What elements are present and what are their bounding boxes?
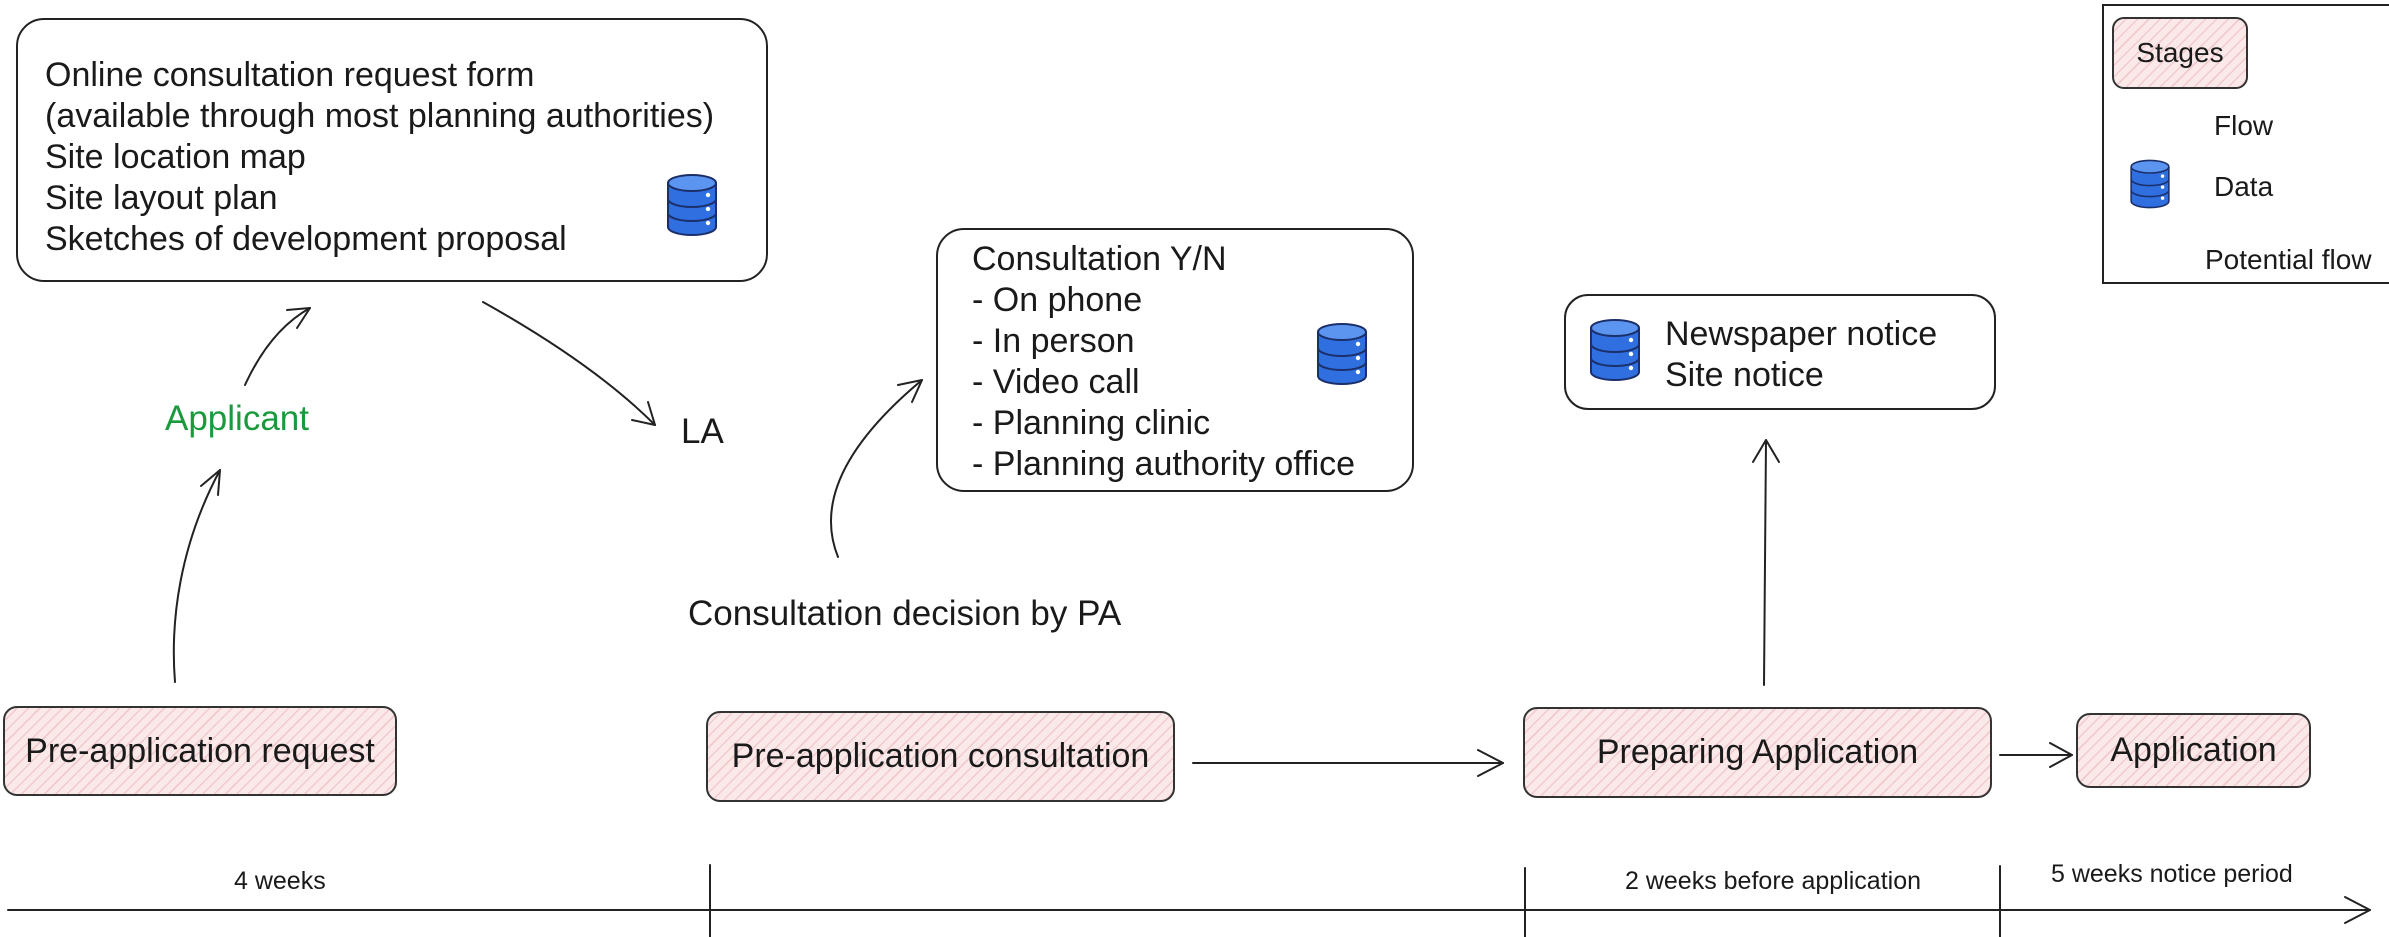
flow-arrow-request-to-applicant	[172, 469, 221, 683]
list-item: Sketches of development proposal	[45, 220, 567, 258]
flow-arrow-preparing-to-notice	[1763, 439, 1767, 686]
stage-pre-application-request: Pre-application request	[3, 706, 397, 796]
flow-arrow-applicant-to-form	[244, 307, 311, 386]
legend-stages-label: Stages	[2136, 37, 2224, 68]
stage-preparing-application: Preparing Application	[1523, 707, 1992, 798]
stage-label: Pre-application request	[25, 731, 375, 770]
stage-pre-application-consultation: Pre-application consultation	[706, 711, 1175, 802]
database-icon	[1317, 323, 1367, 385]
list-item: - Planning authority office	[972, 445, 1356, 483]
consultation-options-list: Consultation Y/N - On phone - In person …	[972, 239, 1355, 485]
flow-arrow-form-to-la	[482, 301, 656, 426]
list-item: (available through most planning authori…	[45, 97, 715, 135]
applicant-label: Applicant	[165, 399, 309, 438]
legend-data-label: Data	[2214, 171, 2274, 202]
timeline-label: 2 weeks before application	[1625, 867, 1922, 895]
list-item: Consultation Y/N	[972, 240, 1227, 278]
consultation-decision-label: Consultation decision by PA	[688, 594, 1122, 633]
database-icon	[667, 174, 717, 236]
legend: Stages	[2102, 4, 2389, 284]
request-documents-list: Online consultation request form (availa…	[45, 55, 714, 260]
list-item: Site location map	[45, 138, 306, 176]
database-icon	[2130, 159, 2170, 209]
request-documents-box: Online consultation request form (availa…	[16, 18, 768, 282]
legend-stages-swatch: Stages	[2112, 17, 2248, 89]
list-item: - On phone	[972, 281, 1143, 319]
stage-label: Preparing Application	[1596, 733, 1919, 771]
list-item: - Planning clinic	[972, 404, 1211, 442]
list-item: - In person	[972, 322, 1135, 360]
legend-potential-flow-label: Potential flow	[2205, 244, 2372, 275]
notice-list: Newspaper notice Site notice	[1665, 314, 1937, 396]
stage-label: Pre-application consultation	[731, 737, 1150, 775]
list-item: - Video call	[972, 363, 1140, 401]
timeline-label: 4 weeks	[234, 867, 326, 895]
flow-arrow-decision-to-consultation	[829, 379, 923, 558]
timeline-label: 5 weeks notice period	[2051, 860, 2293, 888]
stage-application: Application	[2076, 713, 2311, 788]
list-item: Online consultation request form	[45, 56, 535, 94]
list-item: Site notice	[1665, 356, 1824, 394]
stage-label: Application	[2110, 731, 2277, 769]
list-item: Newspaper notice	[1665, 315, 1938, 353]
legend-flow-label: Flow	[2214, 110, 2274, 141]
list-item: Site layout plan	[45, 179, 278, 217]
la-label: LA	[681, 412, 724, 451]
database-icon	[1590, 319, 1640, 381]
